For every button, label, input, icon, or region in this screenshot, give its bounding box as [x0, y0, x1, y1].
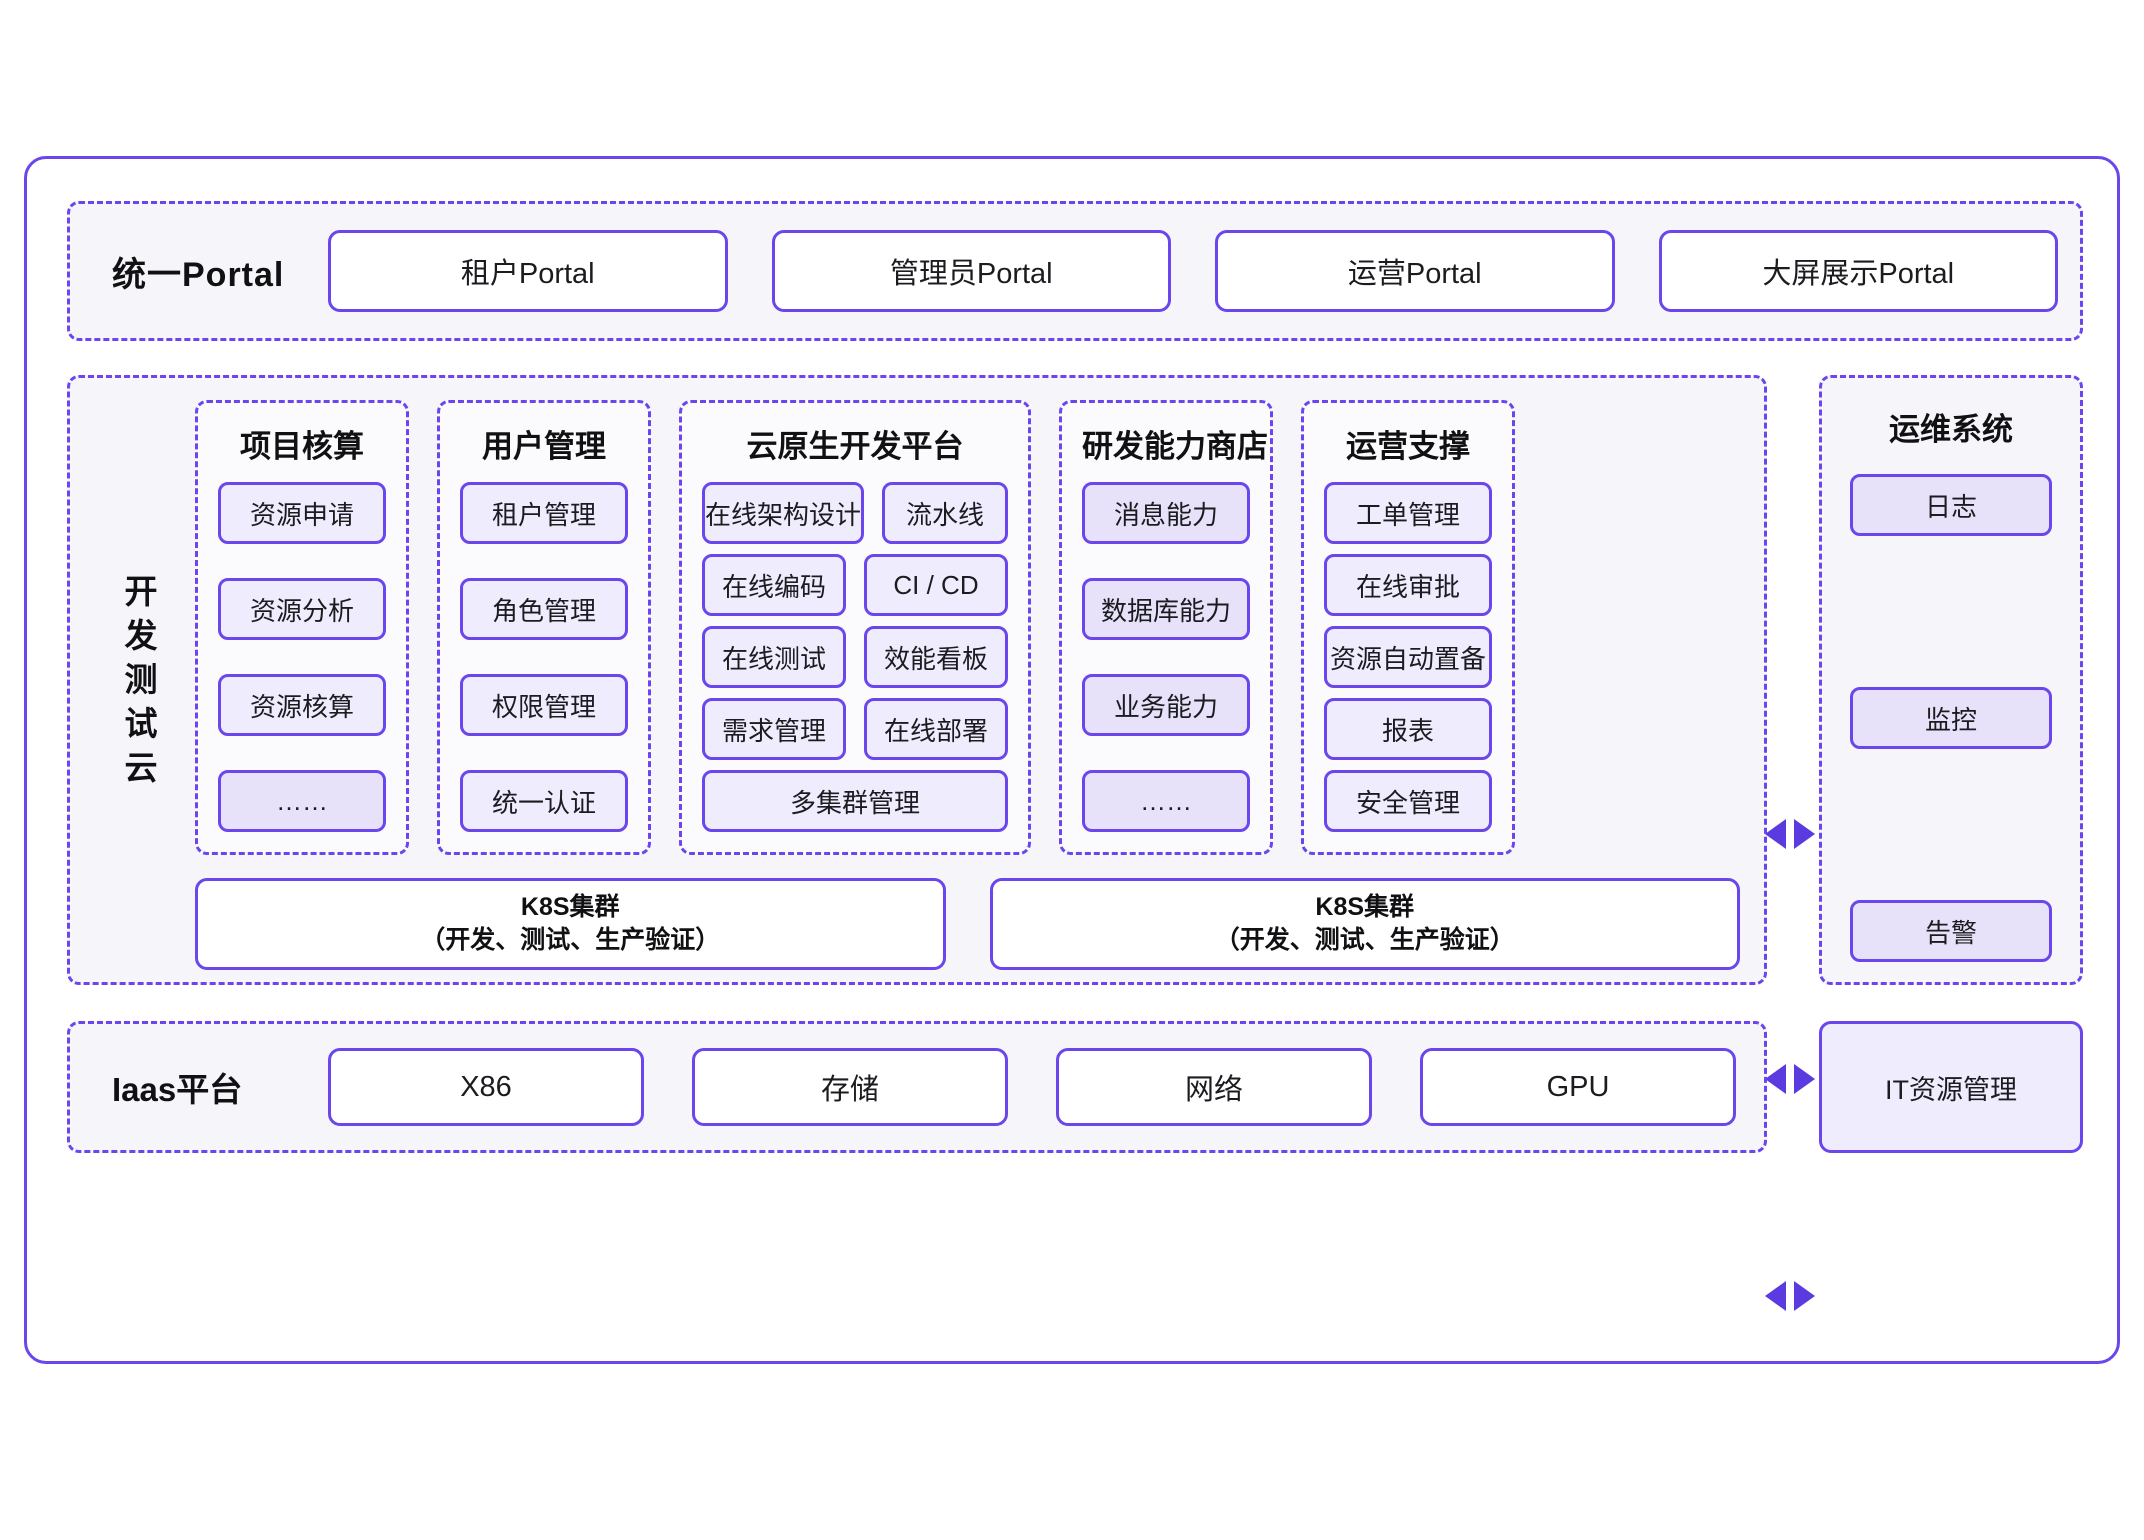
group-title: 用户管理: [482, 429, 606, 464]
it-resource-management-box[interactable]: IT资源管理: [1819, 1021, 2083, 1153]
chip-ticket-management[interactable]: 工单管理: [1324, 482, 1492, 544]
k8s-subtitle: （开发、测试、生产验证）: [1214, 926, 1515, 954]
ops-system-item-list: 日志 监控 告警: [1850, 474, 2052, 962]
chip-resource-accounting[interactable]: 资源核算: [218, 674, 386, 736]
arrow-left-icon: [1765, 1281, 1786, 1311]
chip-pipeline[interactable]: 流水线: [882, 482, 1008, 544]
cloud-row: 需求管理 在线部署: [702, 698, 1008, 760]
group-title: 云原生开发平台: [746, 429, 964, 464]
cloud-row: 在线架构设计 流水线: [702, 482, 1008, 544]
cloud-row: 在线测试 效能看板: [702, 626, 1008, 688]
connector-arrows-top: [1765, 819, 1815, 849]
iaas-platform-panel: Iaas平台 X86 存储 网络 GPU: [67, 1021, 1767, 1153]
chip-resource-apply[interactable]: 资源申请: [218, 482, 386, 544]
arrow-left-icon: [1765, 819, 1786, 849]
chip-log[interactable]: 日志: [1850, 474, 2052, 536]
connector-arrows-bottom: [1765, 1281, 1815, 1311]
vertical-label-char: 开: [124, 573, 158, 611]
vertical-label-char: 云: [124, 748, 158, 786]
portal-box-bigscreen[interactable]: 大屏展示Portal: [1658, 230, 2058, 312]
chip-requirement-management[interactable]: 需求管理: [702, 698, 846, 760]
chip-business-capability[interactable]: 业务能力: [1082, 674, 1250, 736]
arrow-left-icon: [1765, 1064, 1786, 1094]
portal-panel: 统一Portal 租户Portal 管理员Portal 运营Portal 大屏展…: [67, 201, 2083, 341]
group-title: 运营支撑: [1346, 429, 1470, 464]
chip-message-capability[interactable]: 消息能力: [1082, 482, 1250, 544]
chip-tenant-management[interactable]: 租户管理: [460, 482, 628, 544]
group-user-management: 用户管理 租户管理 角色管理 权限管理 统一认证: [437, 400, 651, 855]
vertical-label-char: 测: [124, 661, 158, 699]
arrow-right-icon: [1794, 1064, 1815, 1094]
vertical-label-char: 发: [124, 617, 158, 655]
capability-group-list: 项目核算 资源申请 资源分析 资源核算 …… 用户管理 租户管理 角色管理 权限…: [195, 400, 1740, 855]
arrow-right-icon: [1794, 819, 1815, 849]
chip-security-management[interactable]: 安全管理: [1324, 770, 1492, 832]
architecture-diagram-frame: 统一Portal 租户Portal 管理员Portal 运营Portal 大屏展…: [24, 156, 2120, 1364]
dev-test-cloud-label: 开 发 测 试 云: [110, 378, 172, 982]
portal-box-tenant[interactable]: 租户Portal: [328, 230, 728, 312]
chip-online-architecture-design[interactable]: 在线架构设计: [702, 482, 865, 544]
group-title: 研发能力商店: [1082, 429, 1268, 464]
iaas-box-x86[interactable]: X86: [328, 1048, 644, 1126]
ops-system-panel: 运维系统 日志 监控 告警: [1819, 375, 2083, 985]
chip-ci-cd[interactable]: CI / CD: [864, 554, 1008, 616]
vertical-label-char: 试: [124, 704, 158, 742]
group-project-accounting: 项目核算 资源申请 资源分析 资源核算 ……: [195, 400, 409, 855]
chip-database-capability[interactable]: 数据库能力: [1082, 578, 1250, 640]
portal-box-operation[interactable]: 运营Portal: [1215, 230, 1615, 312]
chip-role-management[interactable]: 角色管理: [460, 578, 628, 640]
connector-arrows-middle: [1765, 1064, 1815, 1094]
portal-box-admin[interactable]: 管理员Portal: [771, 230, 1171, 312]
group-operation-support: 运营支撑 工单管理 在线审批 资源自动置备 报表 安全管理: [1301, 400, 1515, 855]
portal-box-list: 租户Portal 管理员Portal 运营Portal 大屏展示Portal: [328, 230, 2058, 312]
iaas-box-gpu[interactable]: GPU: [1420, 1048, 1736, 1126]
chip-permission-management[interactable]: 权限管理: [460, 674, 628, 736]
k8s-title: K8S集群: [1315, 893, 1415, 921]
arrow-right-icon: [1794, 1281, 1815, 1311]
iaas-box-list: X86 存储 网络 GPU: [328, 1048, 1736, 1126]
k8s-cluster-box-2[interactable]: K8S集群 （开发、测试、生产验证）: [989, 878, 1740, 970]
group-title: 项目核算: [240, 429, 364, 464]
chip-report[interactable]: 报表: [1324, 698, 1492, 760]
chip-online-approval[interactable]: 在线审批: [1324, 554, 1492, 616]
chip-resource-analysis[interactable]: 资源分析: [218, 578, 386, 640]
chip-online-testing[interactable]: 在线测试: [702, 626, 846, 688]
chip-unified-auth[interactable]: 统一认证: [460, 770, 628, 832]
iaas-section-label: Iaas平台: [112, 1071, 243, 1108]
iaas-box-storage[interactable]: 存储: [692, 1048, 1008, 1126]
chip-auto-resource-provision[interactable]: 资源自动置备: [1324, 626, 1492, 688]
cloud-row: 在线编码 CI / CD: [702, 554, 1008, 616]
k8s-cluster-box-1[interactable]: K8S集群 （开发、测试、生产验证）: [195, 878, 946, 970]
k8s-title: K8S集群: [520, 893, 620, 921]
chip-alarm[interactable]: 告警: [1850, 900, 2052, 962]
k8s-subtitle: （开发、测试、生产验证）: [420, 926, 721, 954]
group-cloud-native-platform: 云原生开发平台 在线架构设计 流水线 在线编码 CI / CD 在线测试 效能看…: [679, 400, 1031, 855]
chip-efficiency-dashboard[interactable]: 效能看板: [864, 626, 1008, 688]
portal-section-label: 统一Portal: [112, 255, 285, 294]
chip-more-ellipsis[interactable]: ……: [218, 770, 386, 832]
iaas-box-network[interactable]: 网络: [1056, 1048, 1372, 1126]
chip-online-deployment[interactable]: 在线部署: [864, 698, 1008, 760]
chip-more-ellipsis[interactable]: ……: [1082, 770, 1250, 832]
ops-system-title: 运维系统: [1889, 412, 2013, 447]
dev-test-cloud-panel: 开 发 测 试 云 项目核算 资源申请 资源分析 资源核算 …… 用户管理: [67, 375, 1767, 985]
k8s-cluster-list: K8S集群 （开发、测试、生产验证） K8S集群 （开发、测试、生产验证）: [195, 878, 1740, 970]
chip-monitoring[interactable]: 监控: [1850, 687, 2052, 749]
group-rd-capability-store: 研发能力商店 消息能力 数据库能力 业务能力 ……: [1059, 400, 1273, 855]
chip-online-coding[interactable]: 在线编码: [702, 554, 846, 616]
chip-multi-cluster-management[interactable]: 多集群管理: [702, 770, 1008, 832]
